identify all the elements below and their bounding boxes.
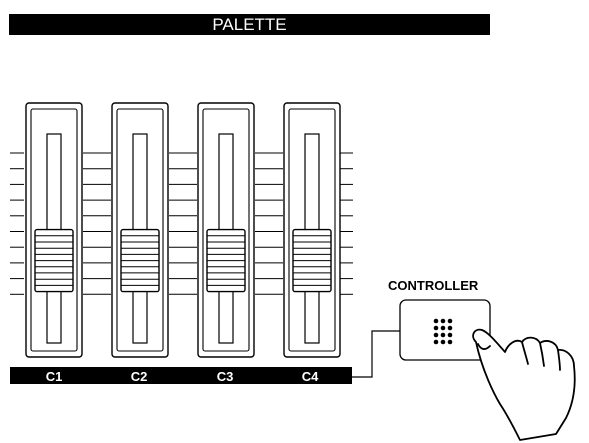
fader-label-c3: C3: [217, 369, 234, 384]
fader-label-c1: C1: [46, 369, 63, 384]
fader-knob[interactable]: [35, 230, 73, 292]
fader-knob[interactable]: [293, 230, 331, 292]
fader-c2[interactable]: [112, 103, 168, 357]
fader-c3[interactable]: [198, 103, 254, 357]
fader-label-c2: C2: [131, 369, 148, 384]
fader-c4[interactable]: [284, 103, 340, 357]
fader-knob[interactable]: [121, 230, 159, 292]
fader-c1[interactable]: [26, 103, 82, 357]
fader-knob[interactable]: [207, 230, 245, 292]
pointing-hand-icon: [473, 330, 575, 440]
fader-label-c4: C4: [302, 369, 319, 384]
controller-connector-line: [352, 331, 400, 377]
